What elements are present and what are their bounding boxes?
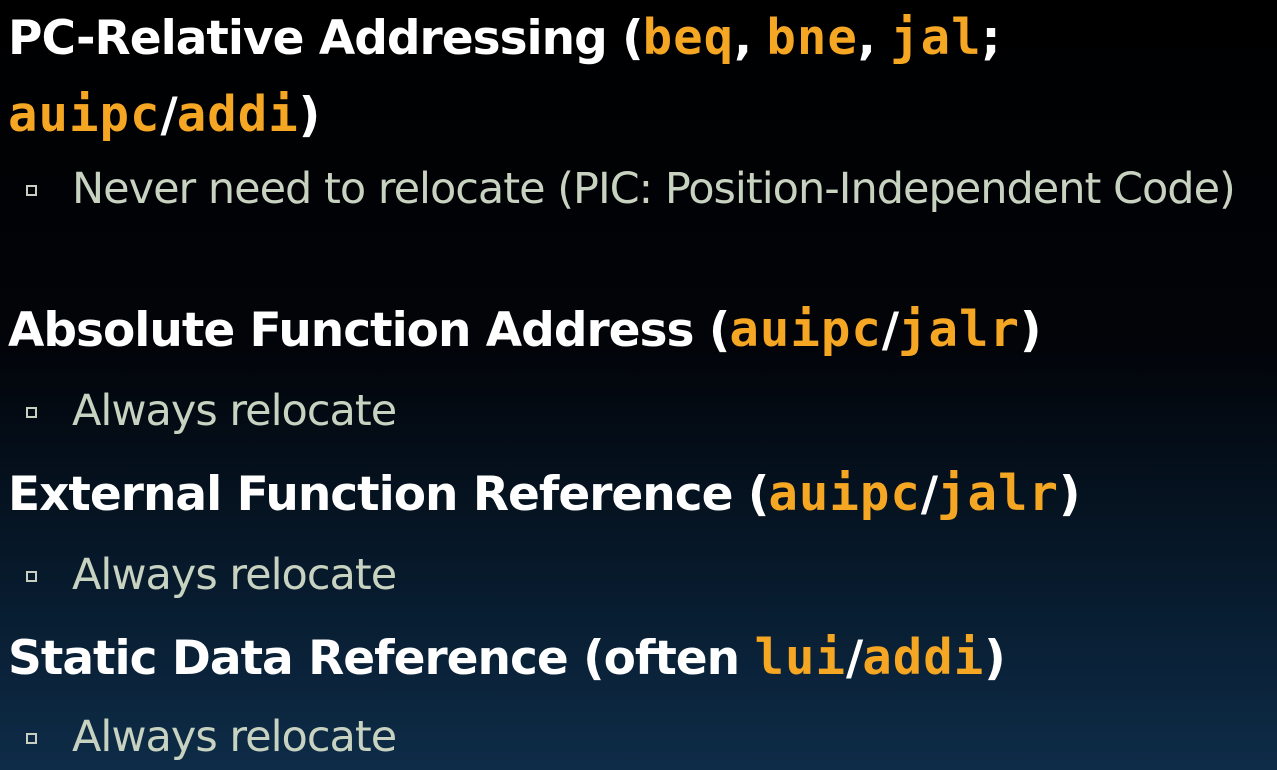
heading-pc-relative-addressing: PC-Relative Addressing (beq, bne, jal; a… (8, 0, 1001, 154)
separator: , (857, 11, 891, 66)
code-jalr: jalr (937, 465, 1060, 522)
code-auipc: auipc (8, 86, 161, 143)
heading-close-paren: ) (984, 631, 1006, 686)
code-jal: jal (890, 9, 982, 66)
bullet-text: Never need to relocate (PIC: Position-In… (72, 164, 1236, 214)
bullet-item-always-relocate: Always relocate (26, 380, 1257, 442)
heading-text: PC-Relative Addressing ( (8, 11, 644, 66)
square-bullet-icon (26, 185, 37, 196)
code-auipc: auipc (729, 301, 882, 358)
code-beq: beq (642, 9, 735, 66)
square-bullet-icon (26, 571, 37, 582)
heading-absolute-function-address: Absolute Function Address (auipc/jalr) (8, 292, 1042, 369)
heading-text: External Function Reference ( (8, 467, 769, 522)
code-jalr: jalr (898, 301, 1021, 358)
heading-close-paren: ) (1059, 467, 1081, 522)
separator: / (160, 88, 178, 143)
separator: ; (981, 11, 1001, 66)
heading-external-function-reference: External Function Reference (auipc/jalr) (8, 456, 1081, 533)
separator: / (881, 303, 899, 358)
separator: , (734, 11, 767, 66)
code-addi: addi (862, 629, 985, 686)
code-auipc: auipc (768, 465, 921, 522)
bullet-item-always-relocate: Always relocate (26, 706, 1257, 768)
code-bne: bne (766, 9, 858, 66)
heading-text: Absolute Function Address ( (8, 303, 730, 358)
bullet-item-pic: Never need to relocate (PIC: Position-In… (26, 158, 1257, 220)
heading-close-paren: ) (1020, 303, 1042, 358)
code-lui: lui (754, 629, 847, 686)
heading-close-paren: ) (298, 88, 321, 143)
square-bullet-icon (26, 733, 37, 744)
bullet-text: Always relocate (72, 386, 397, 436)
separator: / (846, 631, 863, 686)
code-addi: addi (176, 86, 299, 143)
bullet-item-always-relocate: Always relocate (26, 544, 1257, 606)
square-bullet-icon (26, 407, 37, 418)
heading-static-data-reference: Static Data Reference (often lui/addi) (8, 620, 1006, 697)
bullet-text: Always relocate (72, 550, 397, 600)
heading-text: Static Data Reference (often (8, 631, 755, 686)
bullet-text: Always relocate (72, 712, 397, 762)
separator: / (920, 467, 938, 522)
